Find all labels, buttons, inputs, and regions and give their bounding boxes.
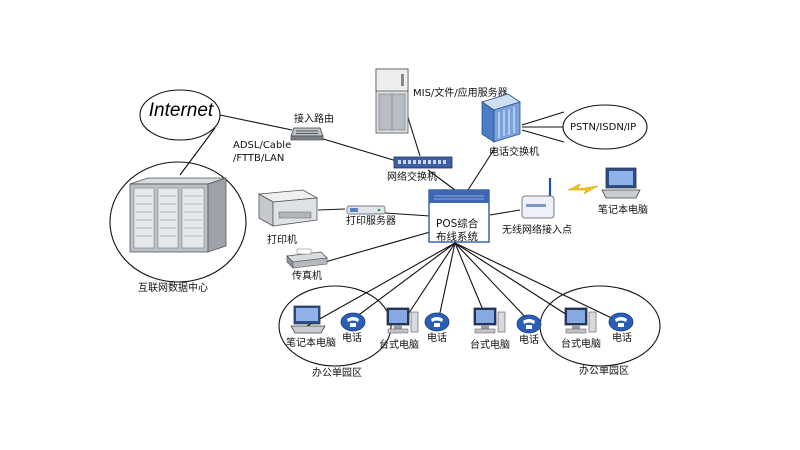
wireless-signal-icon <box>566 180 600 204</box>
office-left-desktop1-label: 台式电脑 <box>379 340 419 351</box>
datacenter-icon <box>128 176 228 258</box>
fax-label: 传真机 <box>292 271 322 282</box>
office-left-phone2-label: 电话 <box>427 333 447 344</box>
print-server-icon <box>346 202 386 221</box>
server-rack-icon <box>375 68 409 138</box>
pos-label-line2: 布线系统 <box>436 231 478 243</box>
datacenter-label: 互联网数据中心 <box>138 283 208 294</box>
office-left-zone-label: 办公单园区 <box>312 368 362 379</box>
desktop-icon <box>563 306 597 340</box>
pos-label-line1: POS综合 <box>436 218 479 230</box>
laptop-icon <box>600 166 642 206</box>
office-zone-right-outline <box>539 285 661 367</box>
desktop-icon <box>385 306 419 340</box>
laptop-icon <box>290 304 326 340</box>
print-server-label: 打印服务器 <box>346 216 396 227</box>
phone-icon <box>424 312 450 336</box>
printer-icon <box>255 188 319 234</box>
pstn-label: PSTN/ISDN/IP <box>570 122 637 133</box>
switch-icon <box>393 154 453 174</box>
office-right-phone-label: 电话 <box>612 333 632 344</box>
phone-icon <box>340 312 366 336</box>
laptop-remote-label: 笔记本电脑 <box>598 205 648 216</box>
internet-label: Internet <box>148 100 214 121</box>
app-server-label: MIS/文件/应用服务器 <box>413 88 508 99</box>
wireless-ap-label: 无线网络接入点 <box>502 225 572 236</box>
pos-hub-icon <box>428 188 490 248</box>
wireless-ap-icon <box>518 176 558 226</box>
router-icon <box>290 126 324 146</box>
office-left-laptop-label: 笔记本电脑 <box>286 338 336 349</box>
phone-icon <box>516 314 542 338</box>
switch-label: 网络交换机 <box>387 172 437 183</box>
printer-label: 打印机 <box>267 235 297 246</box>
fax-icon <box>285 248 329 274</box>
desktop-icon <box>472 306 506 340</box>
phone-icon <box>608 312 634 336</box>
office-left-phone1-label: 电话 <box>342 333 362 344</box>
office-middle-phone-label: 电话 <box>519 335 539 346</box>
office-middle-desktop-label: 台式电脑 <box>470 340 510 351</box>
phone-exchange-icon <box>478 92 522 148</box>
router-label: 接入路由 <box>294 114 334 125</box>
office-zone-left-outline <box>278 285 392 367</box>
office-right-zone-label: 办公单园区 <box>579 366 629 377</box>
phone-switch-label: 电话交换机 <box>489 147 539 158</box>
office-right-desktop-label: 台式电脑 <box>561 339 601 350</box>
datacenter-outline <box>109 161 247 283</box>
adsl-label-line1: ADSL/Cable <box>233 140 292 151</box>
adsl-label-line2: /FTTB/LAN <box>233 153 285 164</box>
